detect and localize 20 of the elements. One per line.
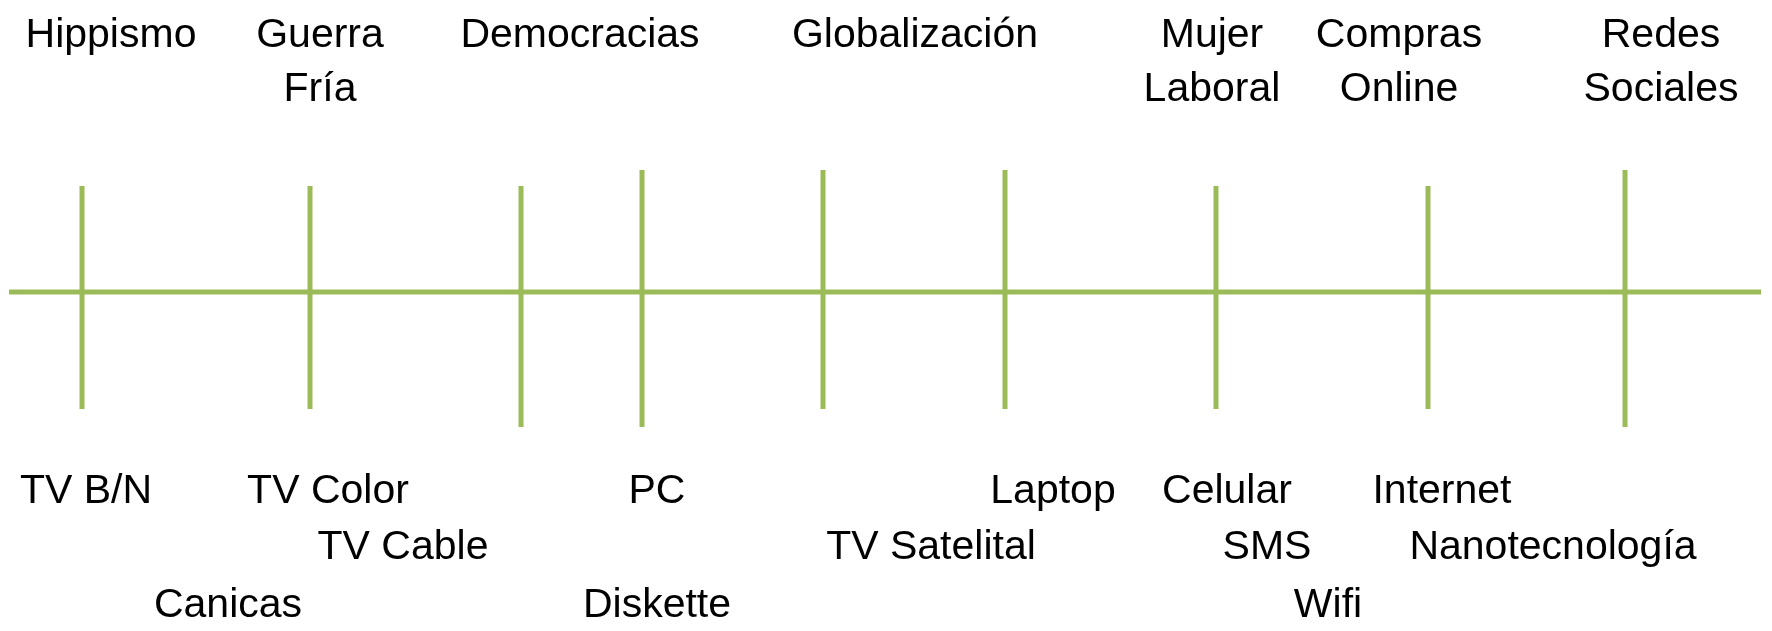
timeline-label: Canicas [153,579,303,628]
timeline-label: TV Color [247,465,409,514]
timeline-label: Diskette [582,579,732,628]
timeline-label: TV Cable [317,521,489,570]
timeline-label: Internet [1372,465,1512,514]
timeline-label: Nanotecnología [1409,521,1697,570]
timeline-label: Redes Sociales [1582,9,1740,112]
timeline-label: Hippismo [25,9,197,58]
timeline-label: PC [628,465,686,514]
timeline-label: Laptop [990,465,1116,514]
timeline-label: SMS [1222,521,1312,570]
timeline-label: Democracias [460,9,700,58]
timeline-label: Globalización [791,9,1039,58]
timeline-label: Celular [1162,465,1292,514]
timeline-label: Wifi [1293,579,1363,628]
timeline-label: Compras Online [1314,9,1484,112]
timeline-label: TV B/N [19,465,153,514]
timeline-label: Guerra Fría [255,9,385,112]
timeline-label: Mujer Laboral [1142,9,1282,112]
timeline-label: TV Satelital [826,521,1036,570]
